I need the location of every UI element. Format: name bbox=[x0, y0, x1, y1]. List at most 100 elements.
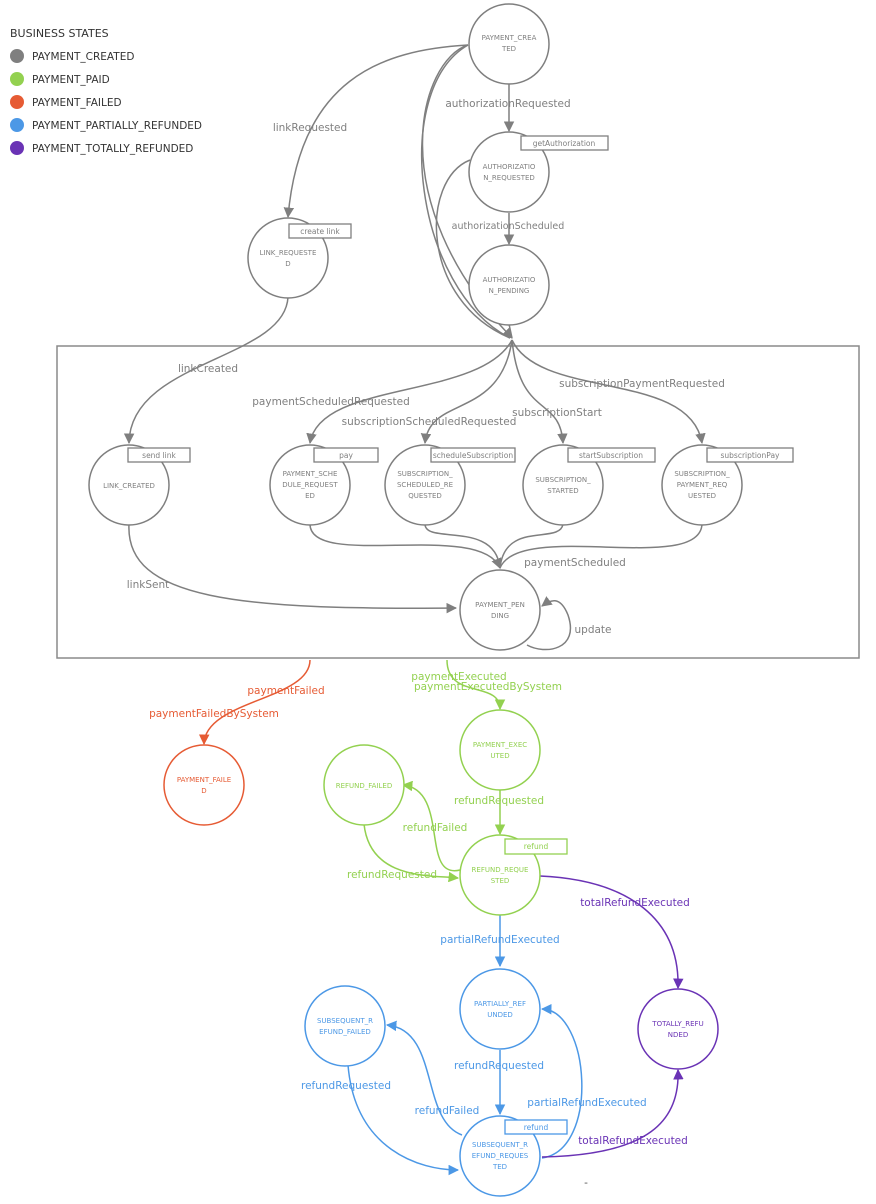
tag-refund-2[interactable]: refund bbox=[504, 1119, 568, 1135]
edge-label-refund-requested-2: refundRequested bbox=[347, 869, 437, 881]
tag-label: pay bbox=[339, 451, 353, 460]
state-payment-executed[interactable]: PAYMENT_EXEC UTED bbox=[459, 709, 541, 791]
edge-label-partial-refund-executed-2: partialRefundExecuted bbox=[527, 1097, 646, 1109]
green-edges bbox=[363, 659, 506, 883]
state-label: PAYMENT_FAILE bbox=[177, 776, 231, 784]
state-label: UESTED bbox=[688, 492, 716, 500]
state-label: TOTALLY_REFU bbox=[651, 1020, 703, 1028]
state-authorization-requested[interactable]: AUTHORIZATIO N_REQUESTED bbox=[468, 131, 550, 213]
edge-label-refund-failed-2: refundFailed bbox=[415, 1105, 480, 1117]
edge-label-payment-failed: paymentFailed bbox=[247, 685, 324, 697]
legend-item-created: PAYMENT_CREATED bbox=[32, 51, 134, 63]
state-label: SUBSCRIPTION_ bbox=[674, 470, 730, 478]
edge-label-payment-executed-by-system: paymentExecutedBySystem bbox=[414, 681, 562, 693]
edge-label-payment-failed-by-system: paymentFailedBySystem bbox=[149, 708, 279, 720]
edge-payment-scheduled-requested bbox=[306, 339, 513, 445]
state-refund-requested[interactable]: REFUND_REQUE STED bbox=[459, 834, 541, 916]
edge-label-partial-refund-executed-1: partialRefundExecuted bbox=[440, 934, 559, 946]
tag-refund-1[interactable]: refund bbox=[504, 838, 568, 855]
edge-auth-pending-to-group bbox=[508, 323, 513, 339]
pending-group-box bbox=[56, 345, 860, 659]
tag-schedule-subscription[interactable]: scheduleSubscription bbox=[430, 447, 516, 463]
tag-subscription-pay[interactable]: subscriptionPay bbox=[706, 447, 794, 463]
edge-label-link-requested: linkRequested bbox=[273, 122, 347, 134]
edge-update-loop bbox=[526, 596, 572, 651]
edge-subscription-payment-requested bbox=[511, 339, 706, 445]
state-label: AUTHORIZATIO bbox=[483, 276, 536, 284]
state-subsequent-refund-requested[interactable]: SUBSEQUENT_R EFUND_REQUES TED bbox=[459, 1115, 541, 1197]
tag-get-authorization[interactable]: getAuthorization bbox=[520, 135, 609, 151]
state-label: PAYMENT_SCHE bbox=[283, 470, 338, 478]
legend-title: BUSINESS STATES bbox=[10, 27, 109, 40]
legend-swatch-failed bbox=[10, 95, 24, 109]
state-label: SUBSEQUENT_R bbox=[472, 1141, 528, 1149]
edge-subscription-scheduled-requested bbox=[420, 339, 513, 445]
edge-subpay-to-pending bbox=[499, 523, 703, 569]
state-label: STED bbox=[491, 877, 510, 885]
edge-label-payment-scheduled: paymentScheduled bbox=[524, 557, 626, 569]
legend-item-totally-refunded: PAYMENT_TOTALLY_REFUNDED bbox=[32, 143, 193, 155]
state-label: EFUND_FAILED bbox=[319, 1028, 371, 1036]
state-payment-created[interactable]: PAYMENT_CREA TED bbox=[468, 3, 550, 85]
legend: BUSINESS STATES PAYMENT_CREATED PAYMENT_… bbox=[10, 27, 202, 155]
legend-swatch-created bbox=[10, 49, 24, 63]
state-payment-pending[interactable]: PAYMENT_PEN DING bbox=[459, 569, 541, 651]
state-subscription-payment-requested[interactable]: SUBSCRIPTION_ PAYMENT_REQ UESTED bbox=[661, 444, 743, 526]
state-label: QUESTED bbox=[408, 492, 442, 500]
state-label: PAYMENT_EXEC bbox=[473, 741, 527, 749]
edge-refund-requested-2 bbox=[363, 823, 460, 883]
legend-item-failed: PAYMENT_FAILED bbox=[32, 97, 122, 109]
tag-label: send link bbox=[142, 451, 176, 460]
blue-edges bbox=[347, 915, 583, 1176]
tag-label: create link bbox=[300, 227, 340, 236]
grey-edges bbox=[123, 44, 706, 651]
tag-create-link[interactable]: create link bbox=[288, 223, 352, 239]
state-subscription-started[interactable]: SUBSCRIPTION_ STARTED bbox=[522, 444, 604, 526]
state-partially-refunded[interactable]: PARTIALLY_REF UNDED bbox=[459, 968, 541, 1050]
state-totally-refunded[interactable]: TOTALLY_REFU NDED bbox=[637, 988, 719, 1070]
state-label: N_REQUESTED bbox=[483, 174, 535, 182]
state-payment-schedule-requested[interactable]: PAYMENT_SCHE DULE_REQUEST ED bbox=[269, 444, 351, 526]
state-label: STARTED bbox=[547, 487, 578, 495]
edge-label-payment-scheduled-requested: paymentScheduledRequested bbox=[252, 396, 409, 408]
legend-item-paid: PAYMENT_PAID bbox=[32, 74, 110, 86]
edge-label-total-refund-executed-2: totalRefundExecuted bbox=[578, 1135, 688, 1147]
legend-swatch-paid bbox=[10, 72, 24, 86]
edge-label-refund-failed-1: refundFailed bbox=[403, 822, 468, 834]
tag-label: getAuthorization bbox=[533, 139, 596, 148]
purple-edges bbox=[539, 875, 684, 1158]
edge-partial-refund-executed-2 bbox=[540, 1003, 583, 1159]
state-label: SUBSCRIPTION_ bbox=[535, 476, 591, 484]
state-label: TED bbox=[492, 1163, 507, 1171]
edge-label-refund-requested-4: refundRequested bbox=[301, 1080, 391, 1092]
state-label: ED bbox=[305, 492, 315, 500]
state-subsequent-refund-failed[interactable]: SUBSEQUENT_R EFUND_FAILED bbox=[304, 985, 386, 1067]
edge-refund-failed-2 bbox=[385, 1020, 463, 1136]
state-label: PARTIALLY_REF bbox=[474, 1000, 526, 1008]
state-label: PAYMENT_REQ bbox=[677, 481, 728, 489]
edge-label-payment-executed: paymentExecuted bbox=[411, 671, 506, 683]
state-label: PAYMENT_PEN bbox=[475, 601, 525, 609]
tag-label: startSubscription bbox=[579, 451, 643, 460]
state-label: LINK_CREATED bbox=[103, 482, 155, 490]
tag-start-subscription[interactable]: startSubscription bbox=[567, 447, 656, 463]
state-authorization-pending[interactable]: AUTHORIZATIO N_PENDING bbox=[468, 244, 550, 326]
edge-label-refund-requested-1: refundRequested bbox=[454, 795, 544, 807]
state-link-created[interactable]: LINK_CREATED bbox=[88, 444, 170, 526]
footer-mark: - bbox=[584, 1177, 588, 1189]
state-subscription-scheduled-requested[interactable]: SUBSCRIPTION_ SCHEDULED_RE QUESTED bbox=[384, 444, 466, 526]
state-refund-failed[interactable]: REFUND_FAILED bbox=[323, 744, 405, 826]
tag-send-link[interactable]: send link bbox=[127, 447, 191, 463]
edge-auth-requested-to-group bbox=[435, 159, 511, 339]
state-label: SUBSEQUENT_R bbox=[317, 1017, 373, 1025]
edge-subscription-start bbox=[511, 339, 568, 445]
tag-pay[interactable]: pay bbox=[313, 447, 379, 463]
edge-label-authorization-scheduled: authorizationScheduled bbox=[452, 221, 565, 232]
tag-label: refund bbox=[524, 842, 549, 851]
edge-link-created bbox=[123, 296, 289, 445]
state-payment-failed[interactable]: PAYMENT_FAILE D bbox=[163, 744, 245, 826]
state-label: EFUND_REQUES bbox=[472, 1152, 529, 1160]
edge-label-subscription-start: subscriptionStart bbox=[512, 407, 602, 419]
legend-swatch-partially-refunded bbox=[10, 118, 24, 132]
